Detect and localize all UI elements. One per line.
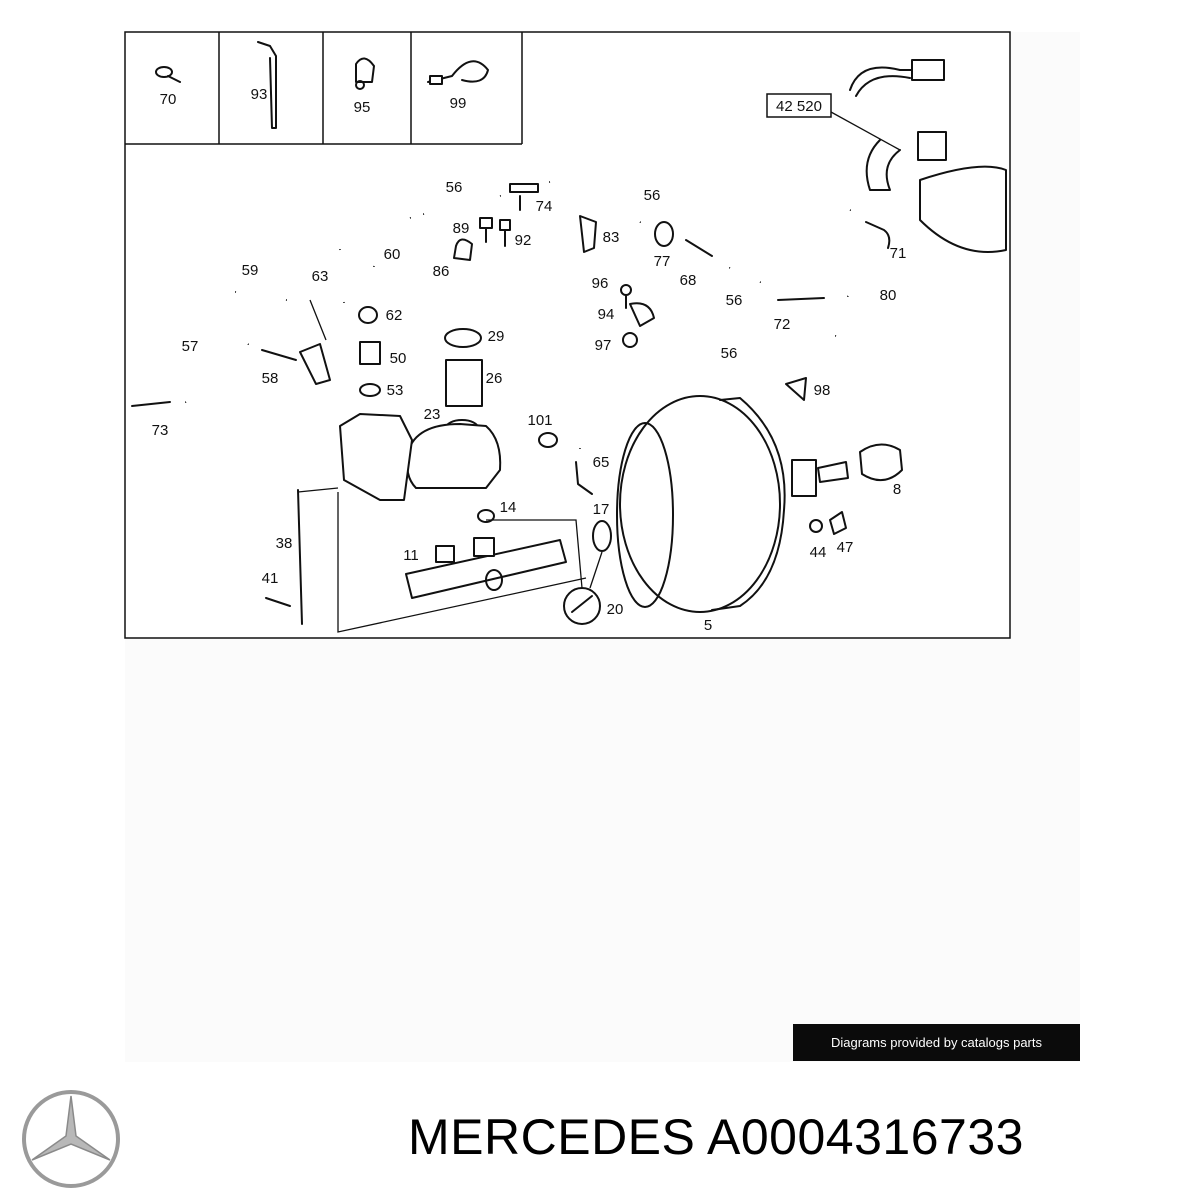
part-label: 63 <box>312 268 329 285</box>
diagram-credit-badge: Diagrams provided by catalogs parts <box>793 1024 1080 1061</box>
mercedes-star-logo <box>22 1090 120 1188</box>
part-number: A0004316733 <box>707 1109 1024 1165</box>
part-label: 60 <box>384 246 401 263</box>
part-label: 89 <box>453 220 470 237</box>
part-label: 47 <box>837 539 854 556</box>
mount-strap <box>297 487 587 633</box>
part-label: 41 <box>262 570 279 587</box>
part-label: 101 <box>527 412 552 429</box>
part-label: 38 <box>276 535 293 552</box>
part-label: 58 <box>262 370 279 387</box>
part-label: 26 <box>486 370 503 387</box>
part-label: 44 <box>810 544 827 561</box>
master-cylinder <box>405 537 567 599</box>
part-label: 96 <box>592 275 609 292</box>
part-label: 8 <box>893 481 901 498</box>
booster-rear <box>919 165 1007 253</box>
leader-lines <box>309 299 603 589</box>
part-label: 68 <box>680 272 697 289</box>
part-label: 97 <box>595 337 612 354</box>
part-label: 20 <box>607 601 624 618</box>
wrench-icon <box>563 587 601 625</box>
part-label: 73 <box>152 422 169 439</box>
legend-label: 95 <box>354 99 371 116</box>
callout-box <box>766 93 832 118</box>
part-label: 77 <box>654 253 671 270</box>
part-label: 86 <box>433 263 450 280</box>
brake-booster <box>616 395 903 613</box>
part-label: 71 <box>890 245 907 262</box>
hoses <box>184 175 870 449</box>
part-label: 80 <box>880 287 897 304</box>
part-label-group: 56 74 56 89 92 83 60 63 86 77 71 59 68 9… <box>152 179 907 634</box>
part-label: 56 <box>446 179 463 196</box>
clamp-icon <box>355 57 375 90</box>
part-label: 5 <box>704 617 712 634</box>
part-label: 72 <box>774 316 791 333</box>
part-label: 11 <box>403 547 419 564</box>
legend-label-group: 70 93 95 99 <box>160 86 467 116</box>
part-label: 74 <box>536 198 553 215</box>
brake-fluid-reservoir <box>339 328 502 501</box>
vacuum-switch <box>849 59 947 191</box>
part-label: 59 <box>242 262 259 279</box>
brand-name: MERCEDES <box>408 1109 696 1165</box>
part-label: 17 <box>593 501 610 518</box>
part-label: 62 <box>386 307 403 324</box>
legend-boxes <box>125 32 523 145</box>
part-label: 94 <box>598 306 615 323</box>
part-label: 98 <box>814 382 831 399</box>
part-label: 14 <box>500 499 517 516</box>
part-label: 53 <box>387 382 404 399</box>
legend-label: 93 <box>251 86 268 103</box>
legend-label: 99 <box>450 95 467 112</box>
part-label: 65 <box>593 454 610 471</box>
part-label: 56 <box>726 292 743 309</box>
part-label: 83 <box>603 229 620 246</box>
part-label: 92 <box>515 232 532 249</box>
diagram-frame <box>124 31 1011 639</box>
part-label: 56 <box>644 187 661 204</box>
bracket-icon <box>257 41 277 129</box>
product-title: MERCEDES A0004316733 <box>408 1108 1024 1166</box>
part-label: 23 <box>424 406 441 423</box>
part-label: 50 <box>390 350 407 367</box>
screw-icon <box>155 66 181 83</box>
callout-label: 42 520 <box>776 98 822 115</box>
callout-leader <box>830 111 901 151</box>
part-label: 56 <box>721 345 738 362</box>
legend-label: 70 <box>160 91 177 108</box>
part-label: 29 <box>488 328 505 345</box>
cable-tie-icon <box>427 60 489 85</box>
part-label: 57 <box>182 338 199 355</box>
fittings <box>131 183 891 607</box>
